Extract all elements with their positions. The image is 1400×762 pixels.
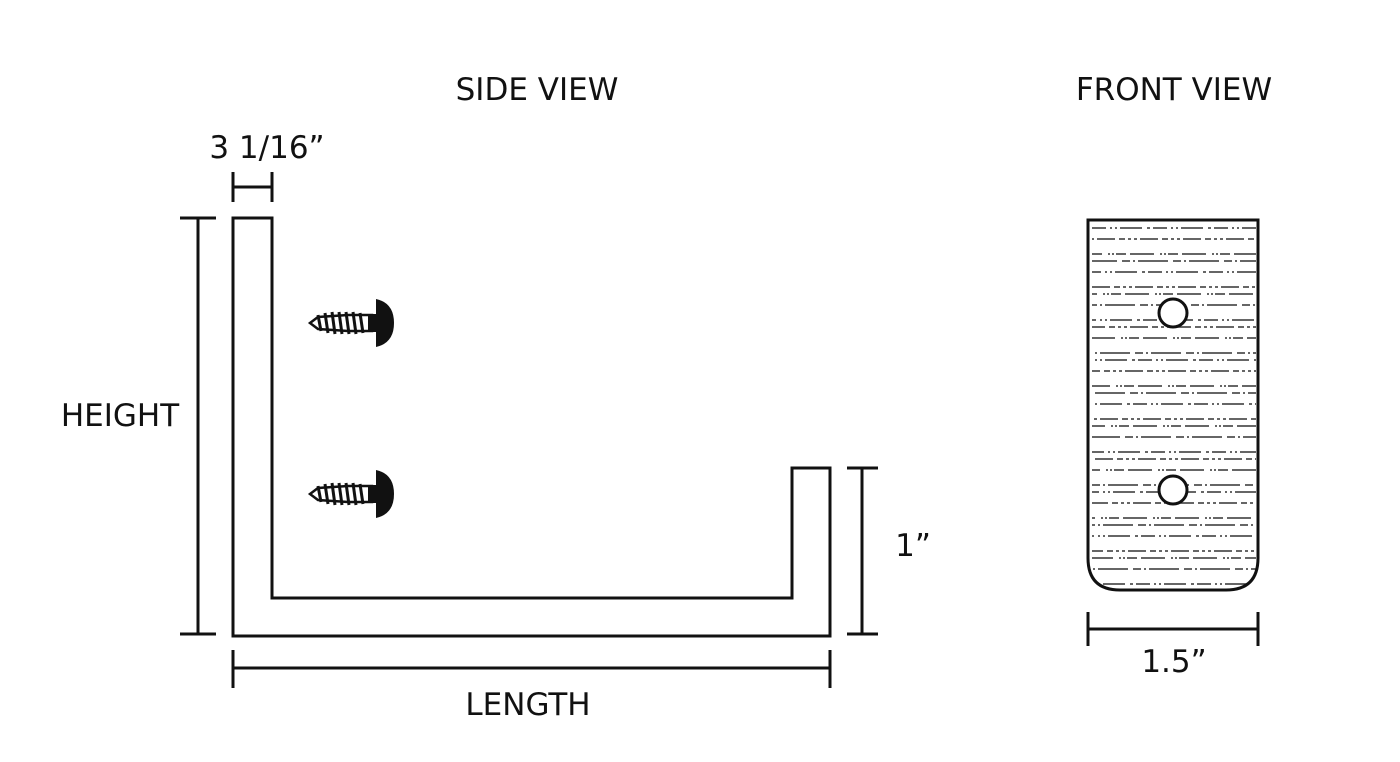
lip-height-label: 1” bbox=[895, 528, 931, 564]
height-dimension bbox=[180, 216, 216, 636]
width-dimension bbox=[1086, 612, 1260, 646]
mounting-hole bbox=[1157, 297, 1189, 329]
thickness-label: 3 1/16” bbox=[209, 130, 324, 166]
length-label: LENGTH bbox=[465, 687, 590, 723]
bracket-front-view bbox=[1086, 218, 1260, 592]
front-view-title: FRONT VIEW bbox=[1076, 72, 1272, 108]
screw-icon bbox=[308, 297, 396, 349]
side-view-title: SIDE VIEW bbox=[456, 72, 619, 108]
bracket-side-profile bbox=[231, 216, 832, 638]
lip-height-dimension bbox=[847, 466, 878, 636]
thickness-dimension bbox=[231, 172, 274, 202]
width-label: 1.5” bbox=[1141, 644, 1206, 680]
length-dimension bbox=[231, 650, 832, 688]
height-label: HEIGHT bbox=[61, 398, 180, 434]
mounting-hole bbox=[1157, 474, 1189, 506]
screw-icon bbox=[308, 468, 396, 520]
metal-texture bbox=[1092, 227, 1256, 585]
